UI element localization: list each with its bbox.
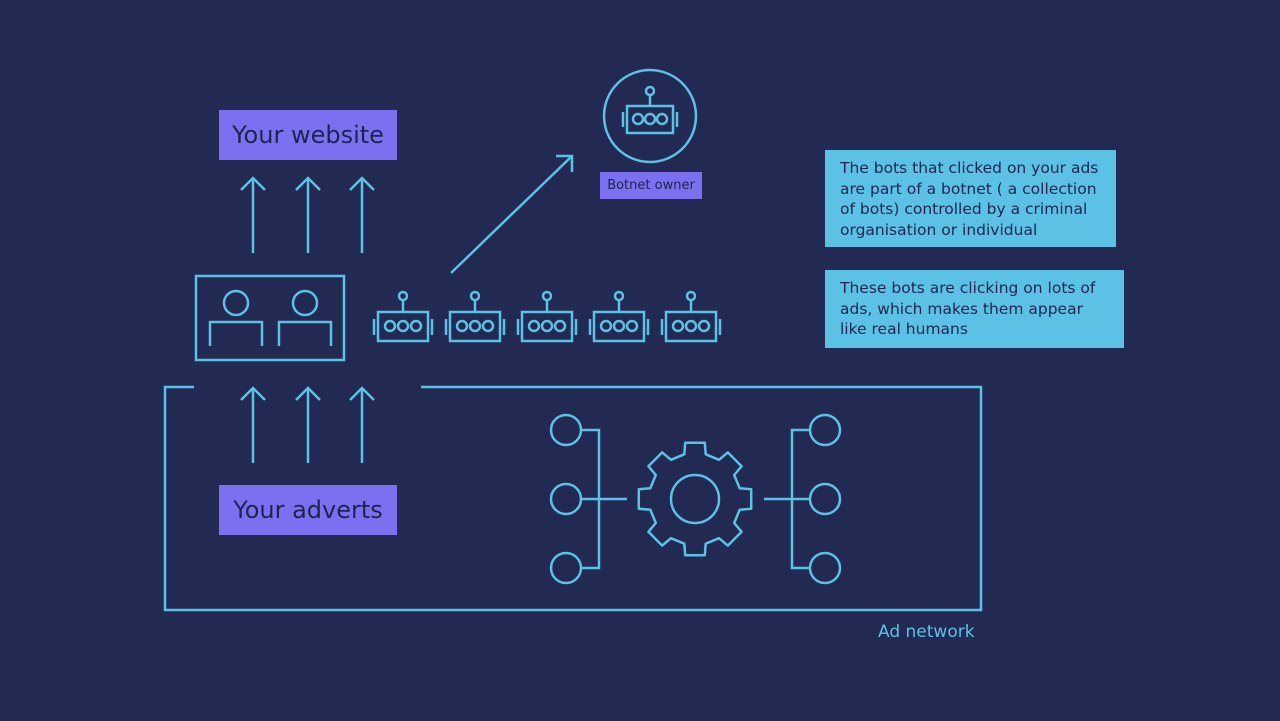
node-circle-icon xyxy=(549,413,583,447)
arrows-to-website xyxy=(240,176,375,253)
arrow-up-icon xyxy=(349,386,375,463)
botnet-info-box: The bots that clicked on your ads are pa… xyxy=(825,150,1116,247)
arrow-up-icon xyxy=(240,386,266,463)
robot-icon xyxy=(516,290,578,343)
robot-icon xyxy=(621,85,679,135)
ad-network-caption: Ad network xyxy=(878,622,975,642)
arrow-to-owner xyxy=(450,154,574,274)
arrow-up-icon xyxy=(295,386,321,463)
bots-row xyxy=(372,290,722,343)
node-circle-icon xyxy=(808,482,842,516)
bots-behaviour-info-box: These bots are clicking on lots of ads, … xyxy=(825,270,1124,348)
gear-icon xyxy=(637,441,753,557)
arrow-up-icon xyxy=(349,176,375,253)
botnet-owner-label: Botnet owner xyxy=(600,172,702,199)
botnet-owner-icon xyxy=(602,68,698,164)
your-website-label: Your website xyxy=(219,110,397,160)
node-circle-icon xyxy=(549,482,583,516)
arrow-up-icon xyxy=(240,176,266,253)
ad-network-frame xyxy=(163,385,983,612)
robot-icon xyxy=(444,290,506,343)
ad-network-graph xyxy=(549,413,842,585)
node-circle-icon xyxy=(808,413,842,447)
node-circle-icon xyxy=(808,551,842,585)
robot-icon xyxy=(372,290,434,343)
arrow-up-icon xyxy=(295,176,321,253)
person-icon xyxy=(208,289,264,346)
node-circle-icon xyxy=(549,551,583,585)
users-box xyxy=(194,274,346,362)
arrows-from-adverts xyxy=(240,386,375,463)
your-adverts-label: Your adverts xyxy=(219,485,397,535)
robot-icon xyxy=(660,290,722,343)
person-icon xyxy=(277,289,333,346)
robot-icon xyxy=(588,290,650,343)
